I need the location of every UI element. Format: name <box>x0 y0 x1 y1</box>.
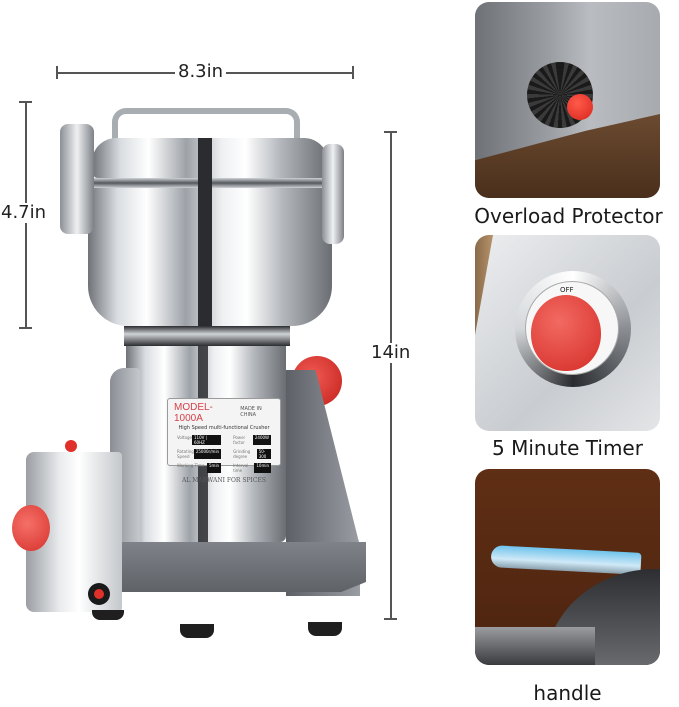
caption-handle: handle <box>533 681 602 705</box>
width-dimension-tick-left <box>56 66 58 79</box>
protector-red-button-icon[interactable] <box>567 94 593 120</box>
foot-front-left <box>180 624 214 638</box>
bowl-neck <box>124 326 290 346</box>
spec-plate: MODEL-1000A MADE IN CHINA High Speed mul… <box>167 398 281 484</box>
total-height-dimension-tick-top <box>384 131 397 133</box>
plate-subtitle: High Speed multi-functional Crusher <box>178 425 270 431</box>
lid-height-dimension-label: 4.7in <box>0 203 50 223</box>
handle-icon <box>490 545 642 575</box>
timer-knob-icon-closeup[interactable] <box>531 295 601 371</box>
caption-overload-protector: Overload Protector <box>474 204 663 228</box>
lid-height-dimension-tick-bottom <box>19 327 32 329</box>
left-clamp <box>60 124 94 234</box>
total-height-dimension-line <box>390 132 392 619</box>
timer-off-label: OFF <box>560 286 574 294</box>
total-height-dimension-tick-bottom <box>384 618 397 620</box>
feature-panel-handle <box>475 469 660 665</box>
base-edge <box>475 627 595 665</box>
frame-base <box>118 542 366 592</box>
feature-panel-timer: OFF <box>475 235 660 431</box>
foot-control-box <box>92 610 124 620</box>
wood-edge <box>475 235 493 335</box>
width-dimension-label: 8.3in <box>175 62 227 82</box>
lid-height-dimension-tick-top <box>19 101 32 103</box>
timer-knob-icon[interactable] <box>12 505 50 551</box>
foot-front-right <box>308 622 342 636</box>
feature-panel-overload-protector <box>475 2 660 198</box>
model-number: MODEL-1000A <box>174 402 213 424</box>
lid-handle <box>112 108 300 154</box>
total-height-dimension-label: 14in <box>368 343 414 363</box>
brand-label: AL MARWANI FOR SPICES <box>182 477 266 484</box>
power-switch-icon[interactable] <box>88 583 110 605</box>
origin-label: MADE IN CHINA <box>240 406 262 418</box>
bowl-center-stripe <box>198 138 212 326</box>
width-dimension-tick-right <box>352 66 354 79</box>
right-clamp <box>322 144 344 244</box>
overload-button-icon[interactable] <box>65 440 77 452</box>
caption-timer: 5 Minute Timer <box>492 436 643 460</box>
